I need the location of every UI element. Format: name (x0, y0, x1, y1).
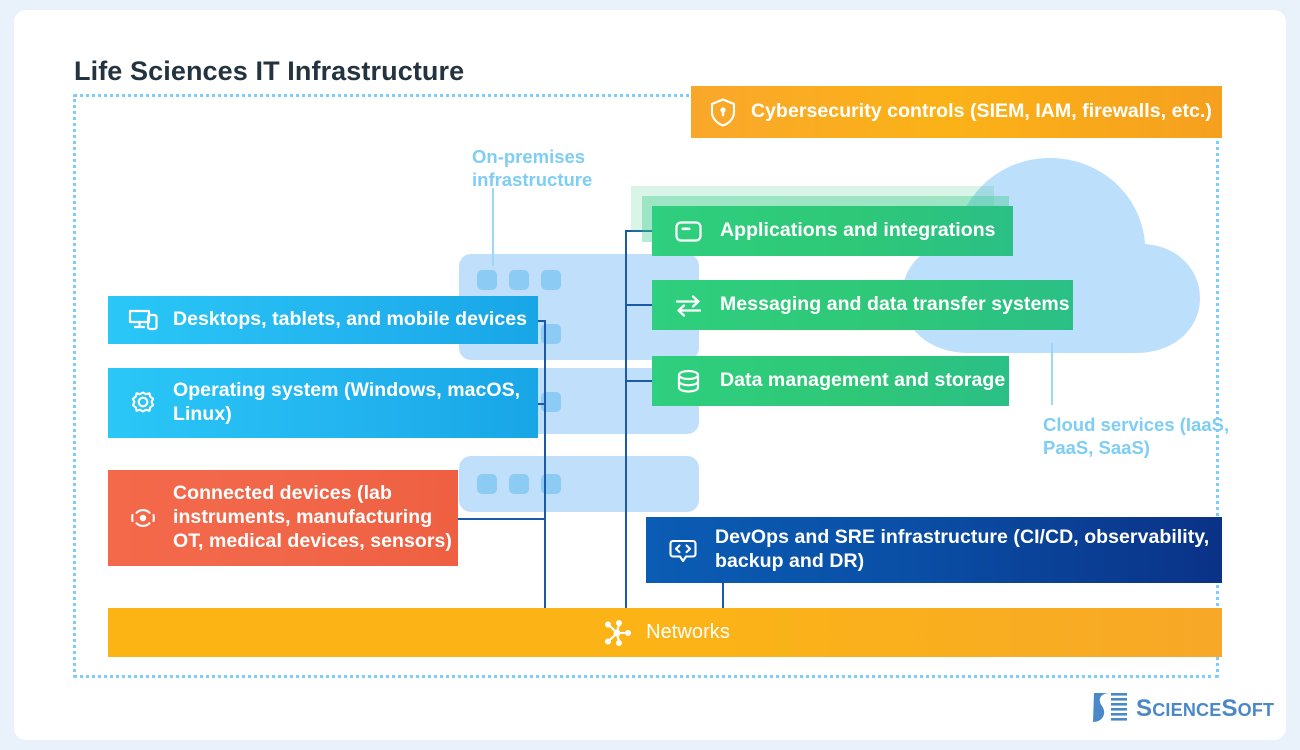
connector-messaging (625, 304, 655, 306)
diagram-card: Life Sciences IT Infrastructure (14, 10, 1286, 740)
connector-data-management (625, 380, 655, 382)
logo-text-science: CIENCE (1152, 699, 1222, 720)
messaging-and-data-transfer-label: Messaging and data transfer systems (720, 293, 1070, 316)
code-brackets-icon (666, 533, 700, 567)
caption-cloud-services: Cloud services (IaaS, PaaS, SaaS) (1043, 414, 1230, 458)
network-nodes-icon (600, 616, 634, 650)
rack-led (509, 270, 529, 290)
rack-led (477, 474, 497, 494)
rack-led (541, 392, 561, 412)
operating-system-box[interactable]: Operating system (Windows, macOS, Linux) (108, 368, 538, 438)
connected-devices-label: Connected devices (lab instruments, manu… (173, 482, 452, 552)
devops-sre-infrastructure-label: DevOps and SRE infrastructure (CI/CD, ob… (715, 526, 1210, 572)
applications-and-integrations-label: Applications and integrations (720, 219, 996, 242)
connector-left-trunk (544, 320, 546, 610)
logo-letter-s1: S (1136, 694, 1153, 722)
devops-sre-infrastructure-box[interactable]: DevOps and SRE infrastructure (CI/CD, ob… (646, 517, 1222, 583)
cybersecurity-controls-box[interactable]: Cybersecurity controls (SIEM, IAM, firew… (691, 86, 1222, 138)
diagram-canvas: Life Sciences IT Infrastructure (14, 10, 1286, 740)
data-management-and-storage-box[interactable]: Data management and storage (652, 356, 1009, 406)
exchange-arrows-icon (672, 289, 705, 322)
iot-sensor-icon (126, 501, 160, 535)
logo-letter-s2: S (1221, 694, 1238, 722)
database-icon (672, 365, 705, 398)
caption-line-cloud (1051, 343, 1053, 405)
networks-label: Networks (646, 621, 730, 644)
data-management-and-storage-label: Data management and storage (720, 369, 1006, 392)
desktop-mobile-icon (126, 303, 160, 337)
applications-and-integrations-box[interactable]: Applications and integrations (652, 206, 1013, 256)
rack-led (541, 474, 561, 494)
window-icon (672, 215, 705, 248)
gear-icon (126, 386, 160, 420)
sciencesoft-logo: SCIENCESOFT (1090, 691, 1274, 726)
rack-led (509, 474, 529, 494)
desktops-tablets-mobile-box[interactable]: Desktops, tablets, and mobile devices (108, 296, 538, 344)
connected-devices-box[interactable]: Connected devices (lab instruments, manu… (108, 470, 458, 566)
rack-led (541, 324, 561, 344)
desktops-tablets-mobile-label: Desktops, tablets, and mobile devices (173, 308, 528, 331)
shield-icon (708, 97, 738, 127)
caption-on-premises: On-premises infrastructure (472, 146, 593, 190)
diagram-boundary-frame (73, 94, 1219, 678)
rack-led (541, 270, 561, 290)
page-title: Life Sciences IT Infrastructure (74, 56, 465, 86)
rack-unit (459, 456, 699, 512)
cybersecurity-controls-label: Cybersecurity controls (SIEM, IAM, firew… (751, 100, 1212, 123)
caption-line-on-premises (492, 188, 494, 266)
sciencesoft-logo-text: SCIENCESOFT (1136, 695, 1274, 723)
rack-led (477, 270, 497, 290)
connector-applications (625, 230, 655, 232)
sciencesoft-logo-mark (1090, 691, 1128, 726)
connector-connected-devices (446, 518, 546, 520)
connector-right-trunk (625, 230, 627, 610)
logo-text-soft: OFT (1237, 699, 1275, 720)
connector-devops (722, 583, 724, 610)
operating-system-label: Operating system (Windows, macOS, Linux) (173, 379, 521, 425)
networks-box[interactable]: Networks (108, 608, 1222, 657)
messaging-and-data-transfer-box[interactable]: Messaging and data transfer systems (652, 280, 1073, 330)
